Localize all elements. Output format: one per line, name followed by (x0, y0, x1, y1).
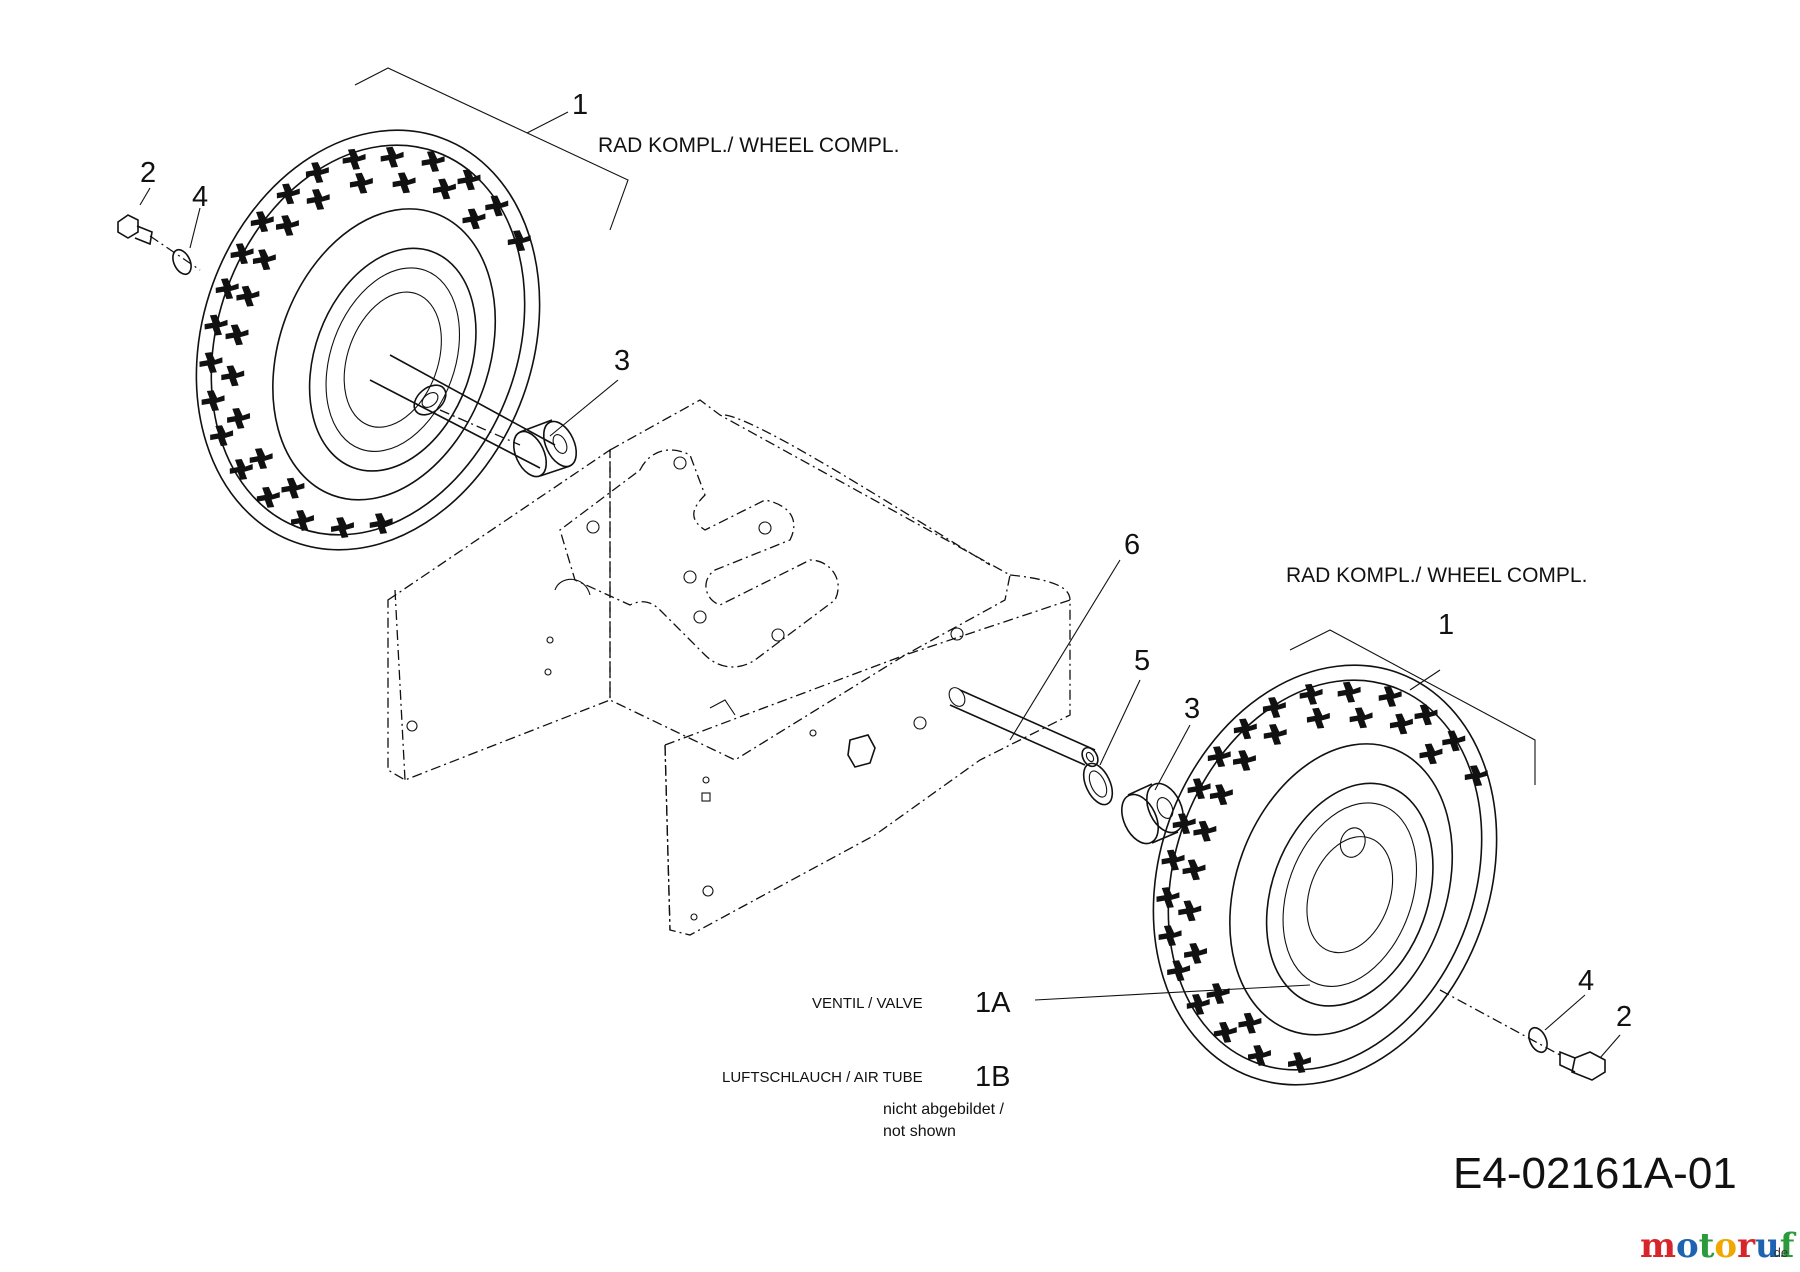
callout-1b-air-tube: 1B (975, 1061, 1010, 1093)
callout-4-upper: 4 (192, 181, 208, 213)
callout-3-lower: 3 (1184, 693, 1200, 725)
callout-1-lower: 1 (1438, 609, 1454, 641)
caption-valve: VENTIL / VALVE (812, 995, 923, 1012)
note-not-shown-2: not shown (883, 1123, 956, 1140)
centerline-lower (1439, 989, 1561, 1056)
wheel-lower-right (1152, 664, 1498, 1086)
wheel-upper-left (195, 129, 541, 551)
bolt-lower (1559, 1050, 1606, 1081)
caption-air-tube: LUFTSCHLAUCH / AIR TUBE (722, 1069, 923, 1086)
axle-shaft (369, 354, 1099, 768)
callout-3-upper: 3 (614, 345, 630, 377)
spacer-washer (1082, 762, 1114, 806)
callout-5-spacer: 5 (1134, 645, 1150, 677)
bearing-lower (1121, 782, 1184, 845)
callout-4-lower: 4 (1578, 965, 1594, 997)
callout-1a-valve: 1A (975, 987, 1011, 1019)
note-not-shown-1: nicht abgebildet / (883, 1101, 1005, 1118)
callout-6-axle: 6 (1124, 529, 1140, 561)
centerline-upper-axle (439, 409, 521, 446)
caption-wheel-upper: RAD KOMPL./ WHEEL COMPL. (598, 134, 899, 157)
svg-text:motoruf: motoruf (1640, 1226, 1797, 1266)
drawing-number: E4-02161A-01 (1453, 1149, 1737, 1198)
logo-tld: .de (1770, 1245, 1788, 1260)
washer-upper (172, 248, 192, 276)
washer-lower (1528, 1026, 1548, 1054)
motoruf-logo: motoruf .de (1640, 1226, 1797, 1266)
bolt-upper (117, 214, 153, 246)
callout-2-upper: 2 (140, 157, 156, 189)
caption-wheel-lower: RAD KOMPL./ WHEEL COMPL. (1286, 564, 1587, 587)
frame-housing (387, 399, 1071, 936)
callout-1-upper: 1 (572, 89, 588, 121)
bearing-upper (512, 419, 578, 478)
callout-2-lower: 2 (1616, 1001, 1632, 1033)
leader-lines (139, 67, 1621, 1059)
